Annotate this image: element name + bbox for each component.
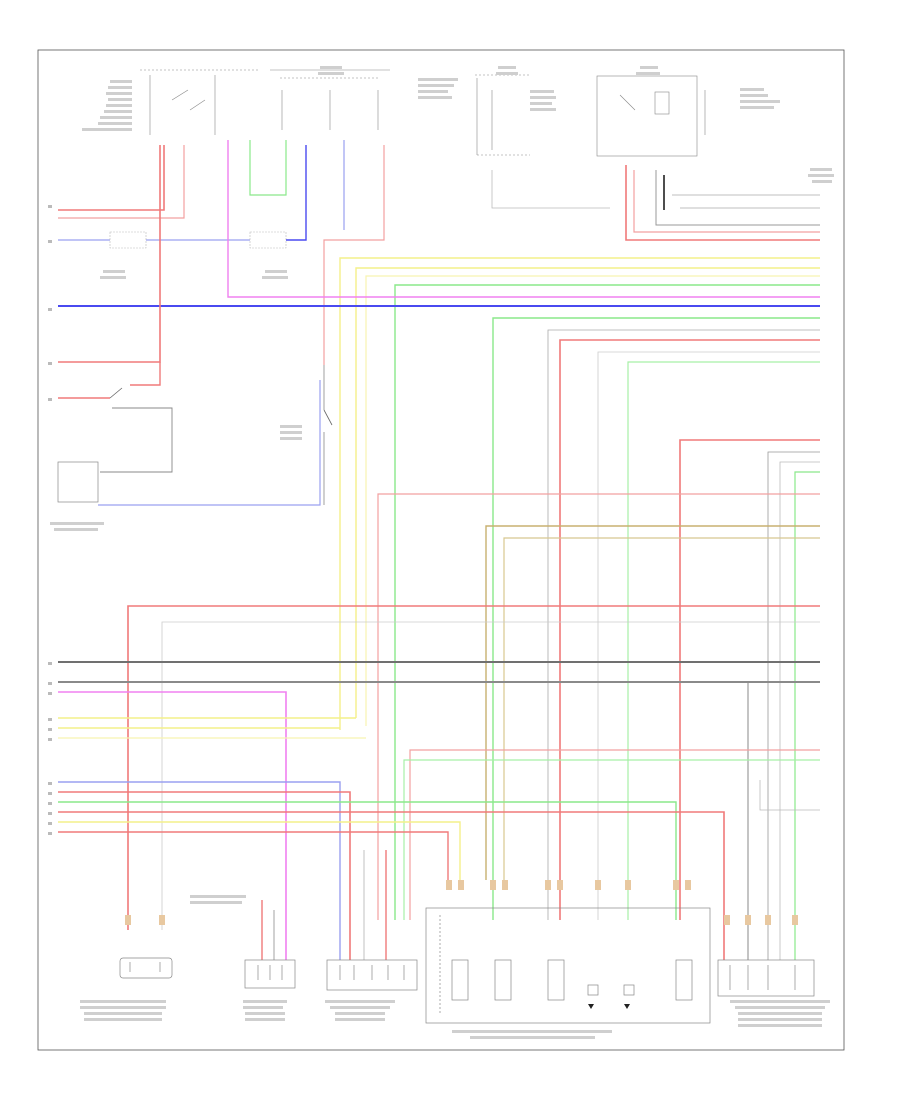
wire-olive-1 [485,525,820,880]
wire-gray-mid-right-1 [767,451,820,960]
wire-yellow-bottom [58,821,461,880]
wire-red-fuse-down [323,145,385,365]
wire-magenta-1 [227,140,820,298]
wire-yellow-3 [365,275,820,726]
text-placeholder-marks [50,66,834,1039]
wire-gray-solenoid [547,329,820,920]
top-switch-assembly [140,69,260,135]
wire-red-2 [559,339,820,920]
terminal-markers [125,880,798,925]
wire-green-bottom [58,801,677,920]
wire-pink-long [377,493,820,920]
wire-olive-2 [503,537,820,880]
wire-red-mid-right [679,439,820,920]
fuse-left-2 [249,231,287,249]
wire-green-right-lower [403,759,820,920]
wire-red-right-lower [409,749,820,920]
diagram-frame [37,49,845,1051]
wire-red-bottom-3 [58,831,449,880]
wire-gray-cruise [100,407,173,473]
cruise-control-main-switch [57,461,99,503]
fuse-block-box [270,69,390,130]
wire-green-2 [492,317,820,920]
left-pin-numbers [48,205,52,835]
shift-lock-solenoid [244,959,296,989]
wire-gray-2 [597,351,820,920]
wire-red-relay-1 [625,165,820,241]
wire-gray-right-lower [759,780,820,811]
wire-red-relay-2 [633,170,820,233]
wire-gray-hot-fuse [491,170,610,209]
wire-red-left-1 [58,145,165,211]
wire-red-cruise-b [130,362,161,386]
wire-green-mid-right [794,471,820,960]
wire-gray-relay [655,170,820,226]
wire-red-left-2 [58,145,185,219]
relay-box [596,75,706,157]
transmission-revolution-sensor [119,957,173,979]
wire-lightblue-cruise [98,380,321,506]
wire-red-long-sensor [127,605,820,930]
wire-blue-left-c [286,145,307,241]
wire-red-bottom-2 [58,811,725,960]
transmission-solenoid-assembly [425,907,711,1024]
wire-gray-mid-right-2 [779,461,820,960]
neutral-start-switch-connector [717,959,815,997]
wire-magenta-2 [58,691,287,960]
transfer-position-sensor [326,959,418,991]
wire-cruise-switch [109,387,123,399]
switch-contact [323,409,333,426]
ground-symbols [588,1004,630,1009]
wire-yellow-2 [355,267,820,718]
wire-lightblue-bottom [58,781,341,960]
wire-gray-long-sensor [161,621,820,930]
fuse-left-1 [109,231,147,249]
wire-green-1 [394,284,820,920]
wire-green-top [249,140,287,196]
wire-red-left-mid [58,145,161,363]
wire-red-bottom-1 [58,791,351,960]
wire-green-3 [627,361,820,920]
wire-yellow-1 [339,257,820,730]
hot-fuse-box [475,74,530,156]
